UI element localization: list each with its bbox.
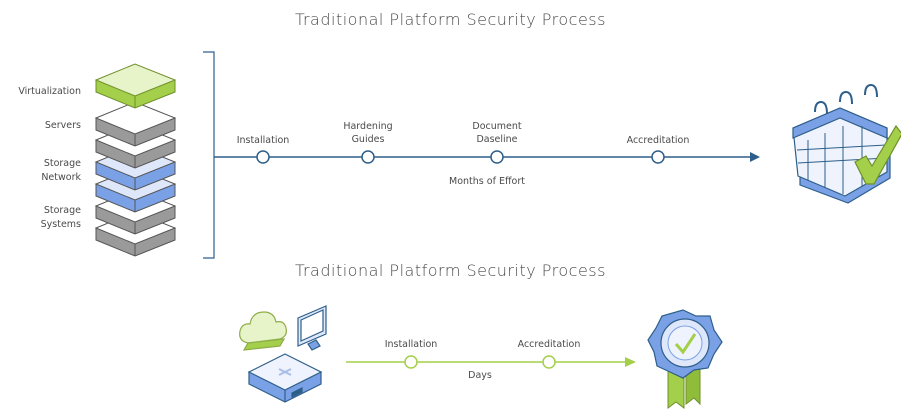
bottom-diagram-title: Traditional Platform Security Process xyxy=(295,261,606,280)
milestone-label-accreditation: Accreditation xyxy=(626,135,690,146)
top-diagram-title: Traditional Platform Security Process xyxy=(295,10,606,29)
stack-label-storage-systems-line1: Storage xyxy=(43,205,81,216)
milestone-label-document-line1: Document xyxy=(472,121,522,132)
server-stack-icon xyxy=(94,63,177,257)
bottom-timeline xyxy=(346,355,636,369)
top-timeline-arrowhead xyxy=(750,152,760,162)
milestone-label-hardening-line1: Hardening xyxy=(343,121,393,132)
stack-bracket xyxy=(203,51,215,259)
milestone-hardening-marker xyxy=(361,150,375,164)
bottom-milestone-label-installation: Installation xyxy=(384,339,438,350)
milestone-bottom-installation-marker xyxy=(404,355,418,369)
milestone-label-hardening-line2: Guides xyxy=(351,134,385,145)
top-timeline xyxy=(214,150,760,164)
milestone-label-document-line2: Daseline xyxy=(476,134,518,145)
milestone-installation-marker xyxy=(256,150,270,164)
calendar-check-icon xyxy=(792,83,901,204)
bottom-duration-label: Days xyxy=(468,370,492,381)
stack-label-virtualization: Virtualization xyxy=(18,86,81,97)
milestone-label-installation: Installation xyxy=(236,135,290,146)
storage-systems-unit xyxy=(94,189,177,257)
award-ribbon-icon xyxy=(647,309,723,409)
milestone-bottom-accreditation-marker xyxy=(542,355,556,369)
stack-label-storage-network-line2: Network xyxy=(41,172,81,183)
top-duration-label: Months of Effort xyxy=(449,176,525,187)
appliance-icon xyxy=(247,353,323,403)
monitor-icon xyxy=(297,305,327,351)
stack-label-servers: Servers xyxy=(44,120,81,131)
check-icon xyxy=(854,124,901,185)
cloud-icon xyxy=(239,311,287,351)
award-check-icon xyxy=(674,333,697,355)
bottom-timeline-arrowhead xyxy=(625,357,636,367)
stack-label-storage-systems-line2: Systems xyxy=(40,219,81,230)
milestone-document-marker xyxy=(490,150,504,164)
milestone-accreditation-marker xyxy=(651,150,665,164)
bottom-milestone-label-accreditation: Accreditation xyxy=(517,339,581,350)
stack-label-storage-network-line1: Storage xyxy=(43,158,81,169)
virtualization-unit xyxy=(94,63,177,109)
servers-unit xyxy=(94,101,177,169)
